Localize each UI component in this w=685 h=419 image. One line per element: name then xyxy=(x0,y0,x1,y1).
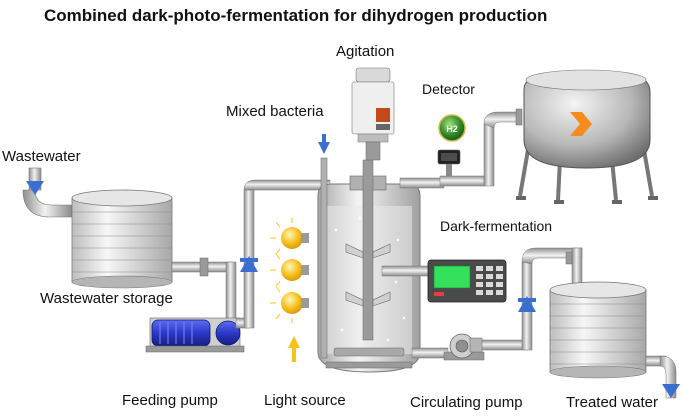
light-direction-arrow xyxy=(288,336,300,348)
label-wastewater-storage: Wastewater storage xyxy=(40,290,173,307)
valve xyxy=(199,257,209,277)
treated-water-tank xyxy=(549,281,647,379)
feed-pipe xyxy=(235,179,331,329)
light-source-bulbs xyxy=(270,218,309,362)
label-detector: Detector xyxy=(422,81,475,97)
flow-arrow-icon xyxy=(662,384,680,398)
diagram-title: Combined dark-photo-fermentation for dih… xyxy=(44,6,548,25)
valve xyxy=(565,251,573,265)
reactor-vessel xyxy=(317,159,421,373)
label-treated-water: Treated water xyxy=(566,394,658,411)
label-light-source: Light source xyxy=(264,392,346,409)
light-bulb-icon xyxy=(270,286,309,323)
light-bulb-icon xyxy=(270,253,309,287)
storage-outlet-pipe xyxy=(171,257,237,323)
controller-panel xyxy=(381,259,507,303)
bacteria-inlet xyxy=(318,134,330,359)
hydrogen-badge-icon: H2 xyxy=(438,114,466,142)
wastewater-inlet-pipe xyxy=(22,167,73,218)
gas-outlet-pipe xyxy=(399,108,523,189)
gas-inlet-arrow-icon xyxy=(570,112,592,136)
feeding-pump xyxy=(145,317,245,353)
label-dark-fermentation: Dark-fermentation xyxy=(440,218,553,234)
wastewater-storage-tank xyxy=(71,189,173,289)
impeller-lower xyxy=(345,291,391,307)
flow-arrow-icon xyxy=(240,256,258,272)
light-bulb-icon xyxy=(270,218,309,255)
flow-meter xyxy=(437,149,461,176)
flow-arrow-icon xyxy=(26,181,44,195)
label-circulating-pump: Circulating pump xyxy=(410,394,523,411)
circulating-pump xyxy=(443,333,485,361)
impeller-upper xyxy=(345,243,391,259)
label-agitation: Agitation xyxy=(336,43,395,60)
label-wastewater: Wastewater xyxy=(2,148,81,165)
circulation-pipe xyxy=(411,247,583,359)
treated-water-outlet xyxy=(645,355,680,399)
agitation-motor xyxy=(351,67,395,161)
flow-arrow-icon xyxy=(318,142,330,154)
label-mixed-bacteria: Mixed bacteria xyxy=(226,103,324,120)
flow-arrow-icon xyxy=(518,296,536,312)
label-feeding-pump: Feeding pump xyxy=(122,392,218,409)
gas-storage-tank xyxy=(516,69,658,204)
svg-text:H2: H2 xyxy=(446,124,458,134)
